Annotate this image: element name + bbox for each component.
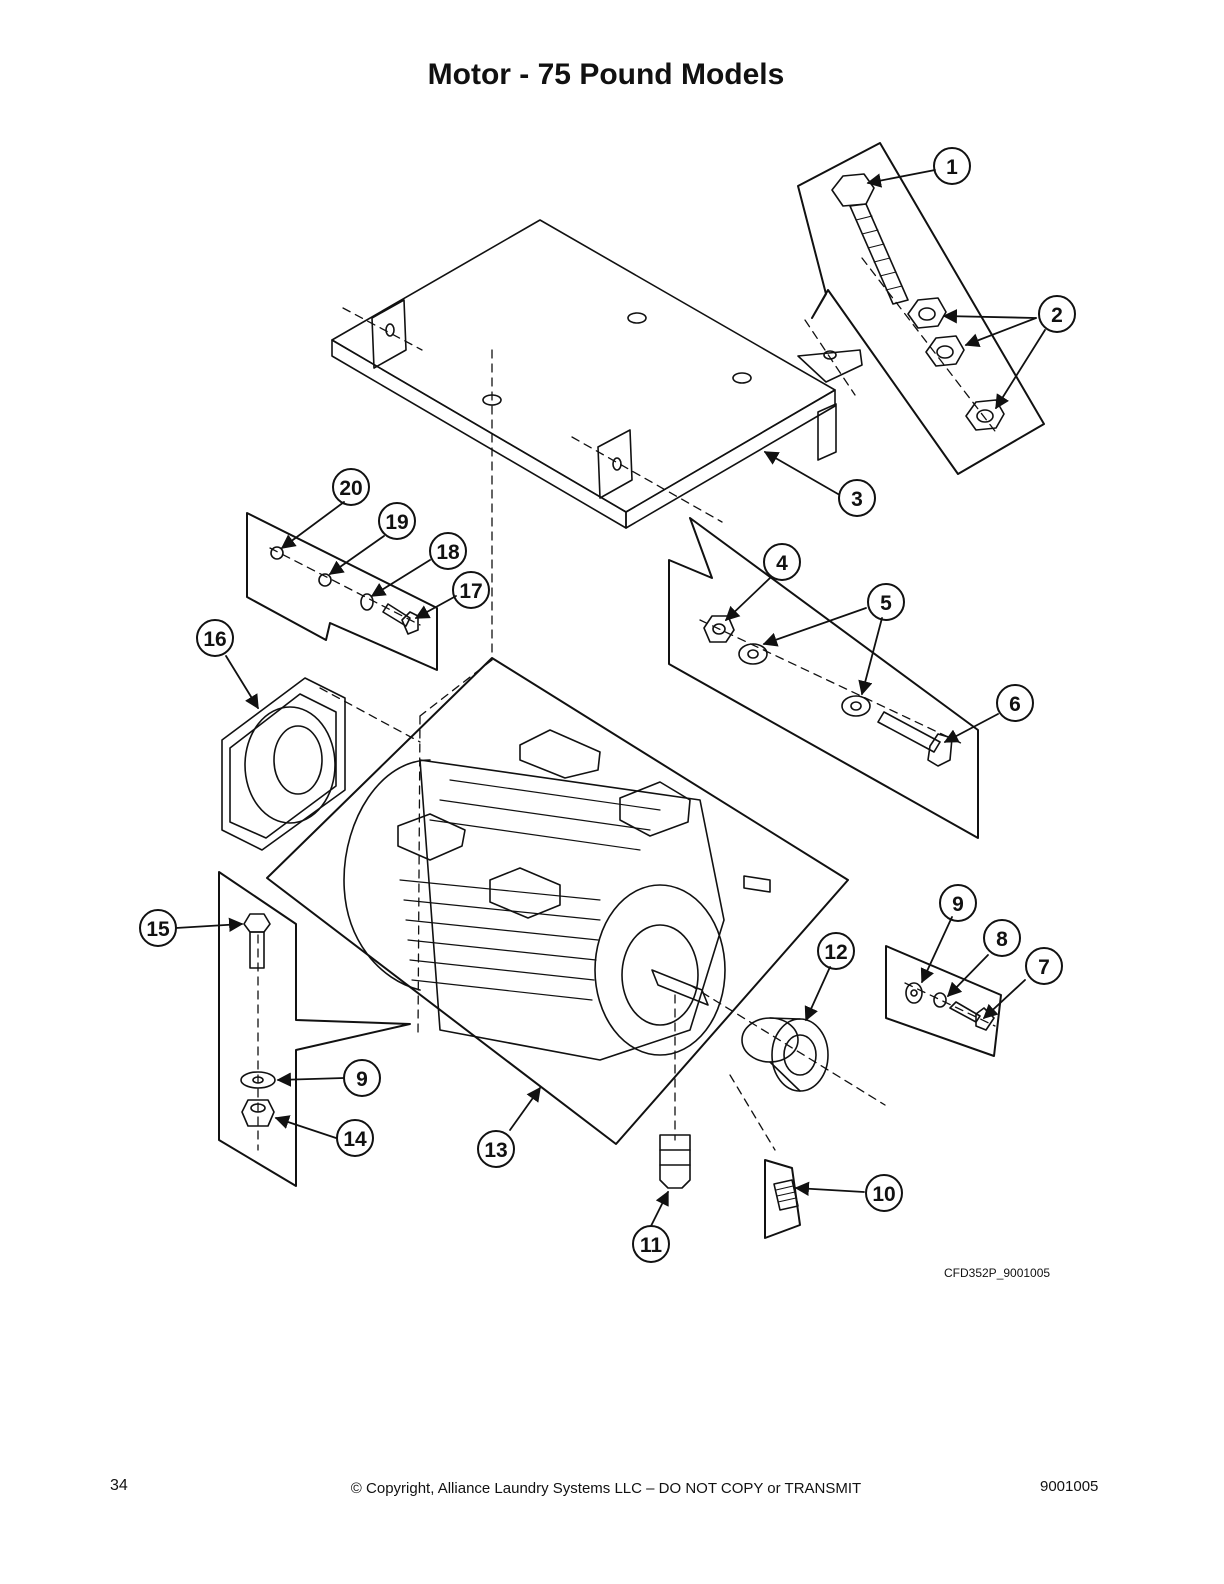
callout-9-base: 9: [343, 1059, 381, 1097]
callout-label: 8: [996, 928, 1008, 951]
figure-code: CFD352P_9001005: [944, 1266, 1051, 1280]
callout-12: 12: [817, 932, 855, 970]
callout-3: 3: [838, 479, 876, 517]
callout-2: 2: [1038, 295, 1076, 333]
callout-15: 15: [139, 909, 177, 947]
callout-13: 13: [477, 1130, 515, 1168]
detail-box-pulley-bolt: [885, 945, 1002, 1057]
copyright-notice: © Copyright, Alliance Laundry Systems LL…: [350, 1480, 862, 1497]
fitting-part-11: [659, 1134, 691, 1189]
callout-label: 2: [1051, 304, 1063, 327]
callout-label: 3: [851, 488, 863, 511]
callout-label: 6: [1009, 693, 1021, 716]
electric-motor-part-13: [343, 729, 771, 1061]
callout-label: 10: [872, 1183, 895, 1206]
callout-label: 20: [339, 477, 362, 500]
detail-box-bolt-nuts: [797, 142, 1045, 475]
detail-box-setscrew: [764, 1159, 801, 1239]
callout-16: 16: [196, 619, 234, 657]
callout-18: 18: [429, 532, 467, 570]
callout-19: 19: [378, 502, 416, 540]
callout-label: 18: [436, 541, 460, 564]
callout-label: 13: [484, 1139, 507, 1162]
leader-lines: [175, 169, 1046, 1227]
callout-label: 1: [946, 156, 958, 179]
pulley-hardware-parts-7-8-9: [905, 982, 995, 1031]
hex-bolt-part-1: [831, 173, 909, 305]
callout-8: 8: [983, 919, 1021, 957]
callout-5: 5: [867, 583, 905, 621]
set-screw-part-10: [773, 1179, 799, 1211]
fan-hardware-parts-17-20: [270, 546, 419, 635]
alignment-lines: [257, 257, 999, 1151]
callout-1: 1: [933, 147, 971, 185]
detail-box-base-bolt: [218, 871, 411, 1187]
callout-4: 4: [763, 543, 801, 581]
callout-label: 15: [146, 918, 170, 941]
callout-label: 9: [356, 1068, 368, 1091]
callout-label: 9: [952, 893, 964, 916]
mount-base-plate: [331, 219, 863, 529]
callout-label: 7: [1038, 956, 1050, 979]
callout-6: 6: [996, 684, 1034, 722]
document-number: 9001005: [1040, 1478, 1099, 1495]
callout-label: 12: [824, 941, 847, 964]
page-number: 34: [110, 1477, 128, 1494]
detail-box-fan-hardware: [246, 512, 438, 671]
pulley-part-12: [741, 1017, 829, 1092]
callout-14: 14: [336, 1119, 374, 1157]
detail-box-mount-hardware: [668, 517, 979, 839]
callout-10: 10: [865, 1174, 903, 1212]
cooling-fan-part-16: [221, 677, 346, 851]
callout-7: 7: [1025, 947, 1063, 985]
callout-20: 20: [332, 468, 370, 506]
callout-9-pulley: 9: [939, 884, 977, 922]
callout-label: 11: [640, 1234, 663, 1257]
callout-label: 4: [776, 552, 788, 575]
detail-box-motor: [266, 657, 849, 1145]
callout-label: 17: [459, 580, 482, 603]
callout-label: 14: [343, 1128, 367, 1151]
callout-label: 16: [203, 628, 226, 651]
base-hardware-parts-9-14-15: [240, 913, 276, 1127]
detail-box-outlines: [218, 142, 1045, 1239]
callout-label: 5: [880, 592, 892, 615]
callout-11: 11: [632, 1225, 670, 1263]
callout-label: 19: [385, 511, 408, 534]
callout-17: 17: [452, 571, 490, 609]
page-title: Motor - 75 Pound Models: [427, 58, 785, 91]
mount-hardware-parts-4-5-6: [703, 615, 953, 767]
